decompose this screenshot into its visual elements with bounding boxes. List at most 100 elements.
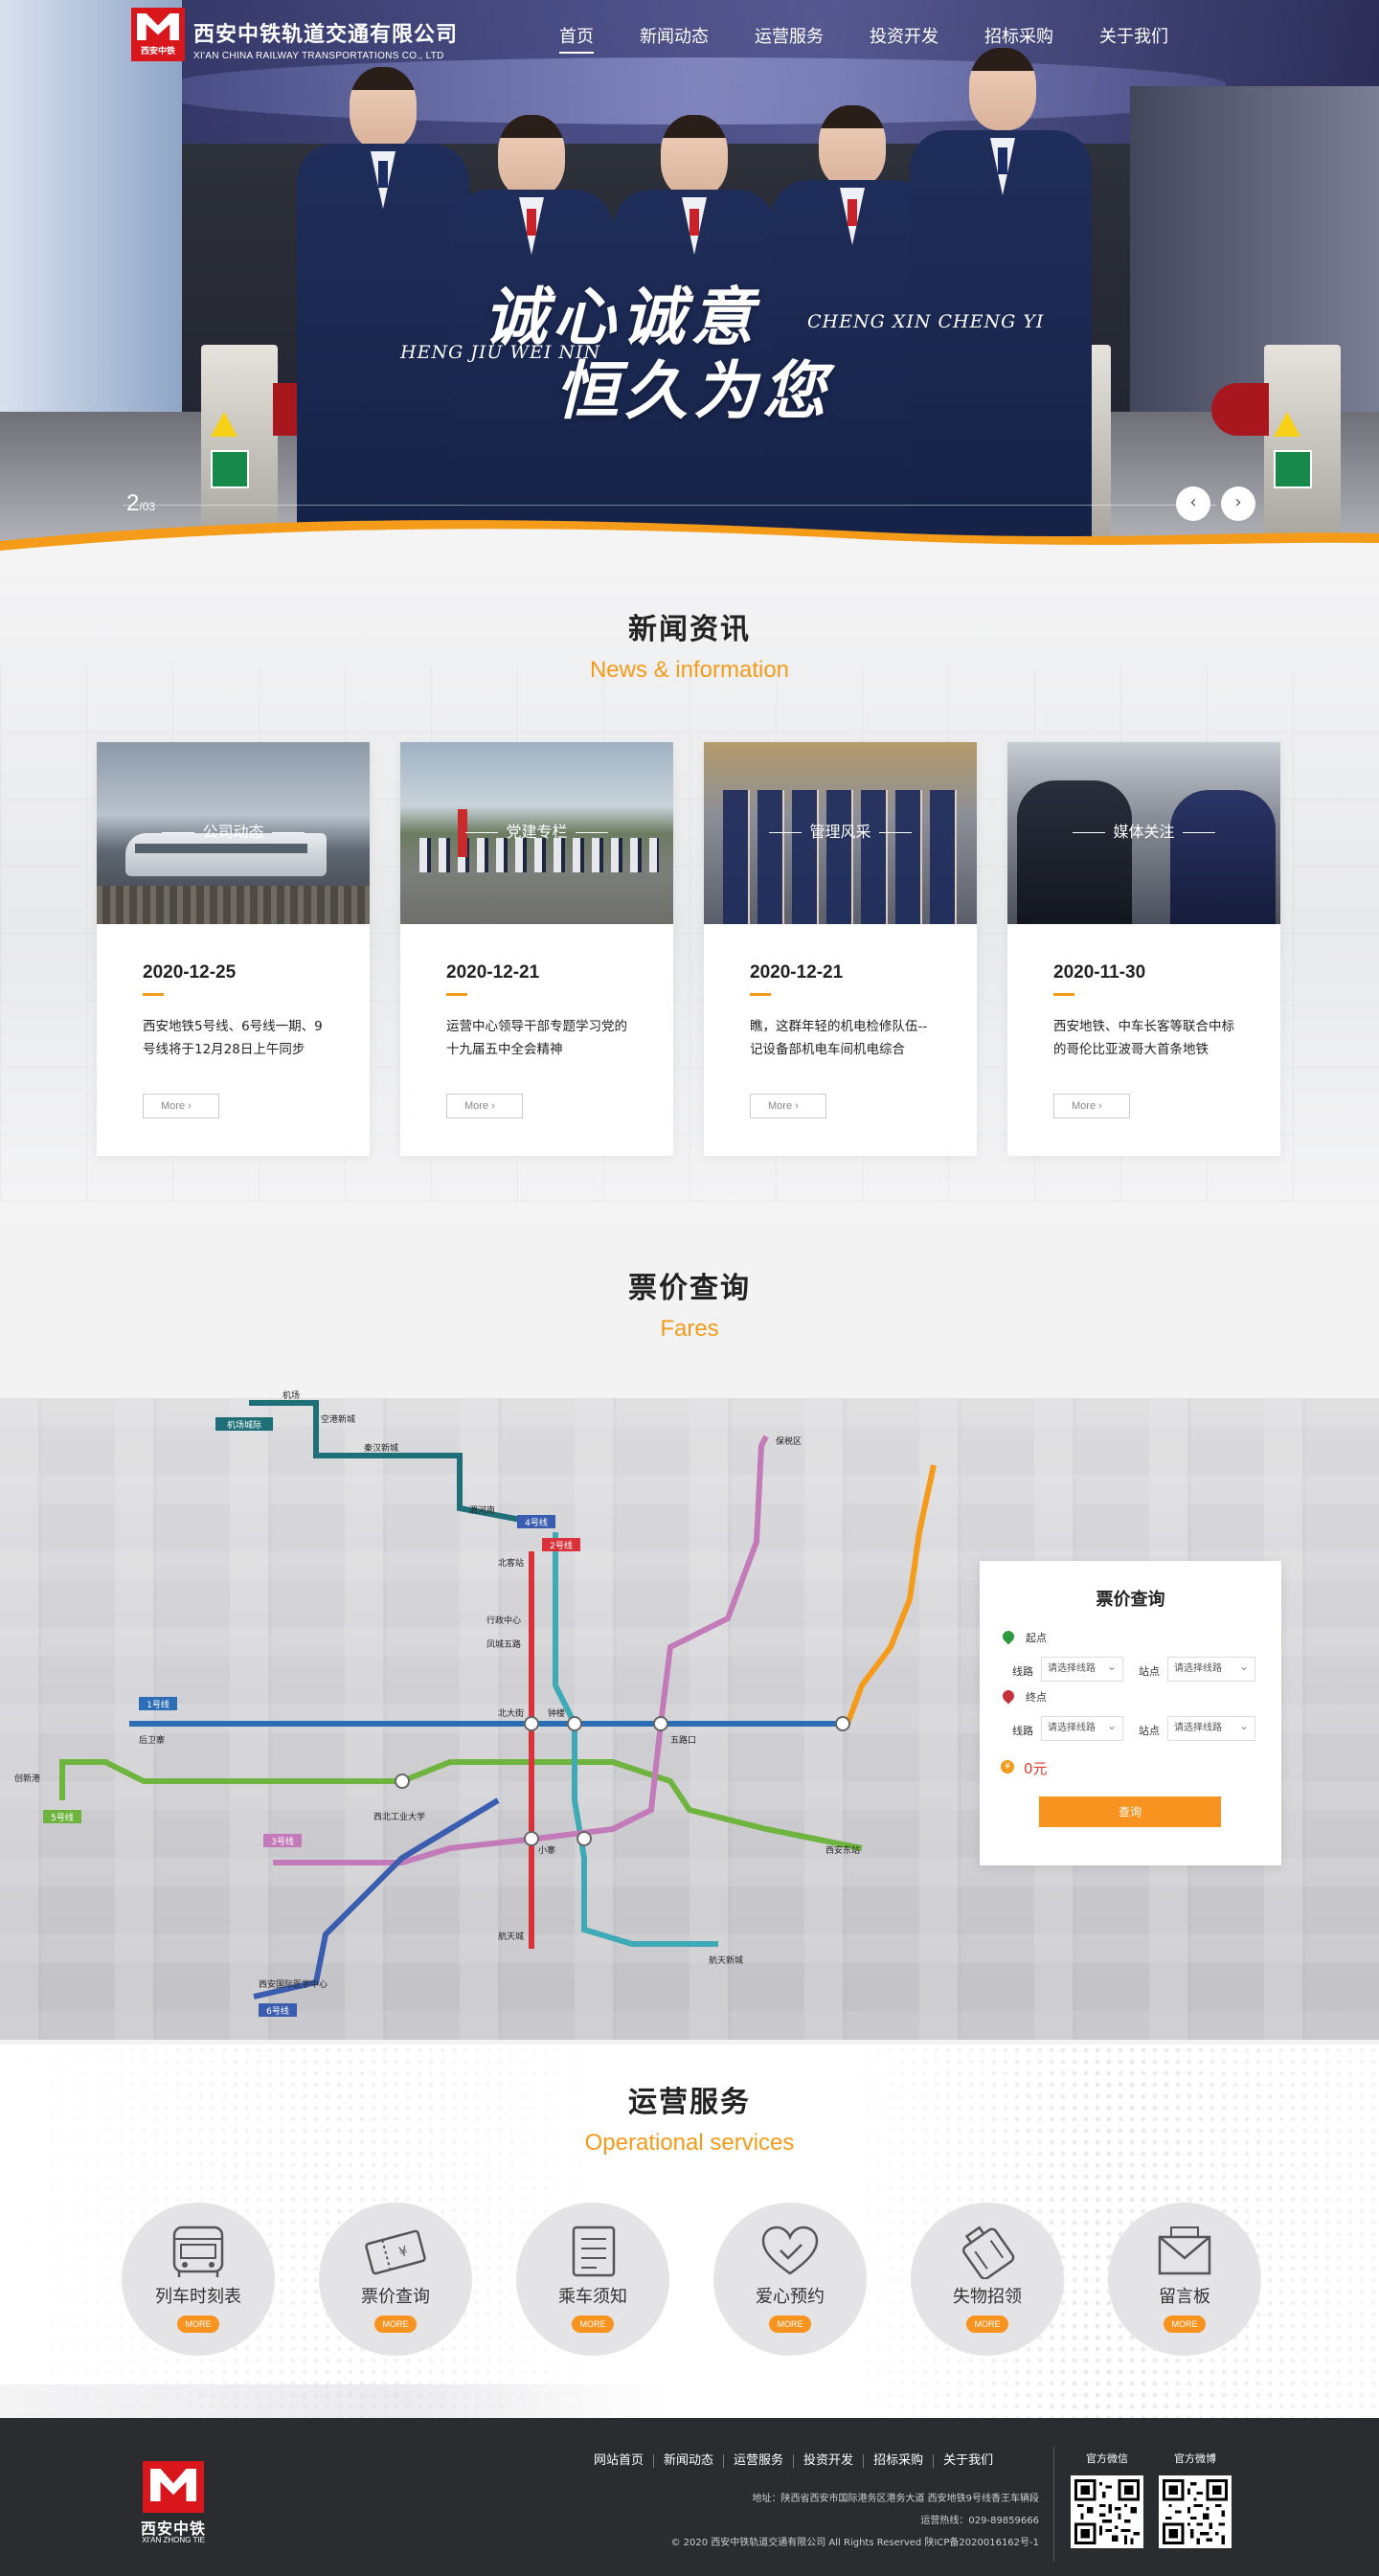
hero-title-line1: 诚心诚意 [484,280,759,354]
start-line-select[interactable]: 请选择线路 [1041,1655,1123,1682]
slider-next-button[interactable]: › [1221,486,1255,521]
transfer-station[interactable] [835,1716,850,1731]
service-care-booking[interactable]: 爱心预约 MORE [713,2203,867,2356]
logo-label: 西安中铁 [140,47,175,56]
fare-panel-title: 票价查询 [1096,1590,1165,1610]
footer-logo[interactable]: 西安中铁 XI'AN ZHONG TIE [139,2461,208,2547]
news-card[interactable]: 公司动态 2020-12-25 西安地铁5号线、6号线一期、9号线将于12月28… [97,742,370,1156]
more-button[interactable]: More › [1053,1094,1130,1119]
service-lost-found[interactable]: 失物招领 MORE [911,2203,1064,2356]
station-label: 秦汉新城 [364,1442,398,1454]
service-more-button[interactable]: MORE [966,2316,1008,2333]
news-date: 2020-12-21 [750,962,844,983]
more-button[interactable]: More › [750,1094,826,1119]
end-station-label: 站点 [1139,1725,1160,1737]
nav-news[interactable]: 新闻动态 [640,27,709,47]
news-thumbnail[interactable]: 媒体关注 [1007,742,1280,924]
service-more-button[interactable]: MORE [1164,2316,1206,2333]
news-summary[interactable]: 运营中心领导干部专题学习党的十九届五中全会精神 [446,1019,627,1057]
news-thumbnail[interactable]: 管理风采 [704,742,977,924]
accent-bar [1053,993,1074,996]
footer-link-tender[interactable]: 招标采购 [864,2454,935,2468]
news-card[interactable]: 媒体关注 2020-11-30 西安地铁、中车长客等联合中标的哥伦比亚波哥大首条… [1007,742,1280,1156]
transfer-station[interactable] [395,1774,410,1789]
transfer-station[interactable] [576,1831,592,1846]
station-label: 创新港 [14,1773,40,1784]
line-6-badge-label: 6号线 [266,2005,289,2017]
luggage-icon [962,2226,1015,2279]
company-name-en: XI'AN CHINA RAILWAY TRANSPORTATIONS CO.,… [193,51,444,61]
slider-prev-button[interactable]: ‹ [1176,486,1210,521]
more-button[interactable]: More › [446,1094,523,1119]
news-card[interactable]: 党建专栏 2020-12-21 运营中心领导干部专题学习党的十九届五中全会精神 … [400,742,673,1156]
metro-line-9 [845,1464,937,1726]
qr-wechat-label: 官方微信 [1086,2452,1128,2465]
nav-investment[interactable]: 投资开发 [870,27,938,47]
fare-query-button[interactable]: 查询 [1039,1796,1221,1827]
line-3-badge-label: 3号线 [271,1836,294,1847]
nav-home[interactable]: 首页 [536,0,617,77]
footer-link-about[interactable]: 关于我们 [943,2453,994,2468]
footer-link-services[interactable]: 运营服务 [724,2454,795,2468]
more-label: More [768,1100,793,1112]
news-category: 媒体关注 [1007,819,1280,842]
service-timetable[interactable]: 列车时刻表 MORE [122,2203,275,2356]
news-thumbnail[interactable]: 党建专栏 [400,742,673,924]
more-label: More [1072,1100,1096,1112]
more-button[interactable]: More › [143,1094,219,1119]
footer-divider [1053,2447,1054,2562]
footer-link-home[interactable]: 网站首页 [584,2454,655,2468]
end-station-select[interactable]: 请选择线路 [1167,1714,1255,1741]
line-2-badge [542,1538,580,1551]
news-category: 管理风采 [704,819,977,842]
company-logo[interactable]: 西安中铁 [131,8,185,61]
news-card[interactable]: 管理风采 2020-12-21 瞧，这群年轻的机电检修队伍--记设备部机电车间机… [704,742,977,1156]
footer-copyright: © 2020 西安中铁轨道交通有限公司 All Rights Reserved … [670,2538,1039,2548]
start-station-select[interactable]: 请选择线路 [1167,1655,1255,1682]
end-line-select[interactable]: 请选择线路 [1041,1714,1123,1741]
line-4-badge-label: 4号线 [525,1517,548,1528]
news-section-title: 新闻资讯 News & information [0,605,1379,684]
bus-icon [172,2226,224,2277]
transfer-station[interactable] [653,1716,668,1731]
weibo-qr-code [1159,2475,1232,2548]
fares-title-cn: 票价查询 [628,1272,751,1305]
footer-link-news[interactable]: 新闻动态 [654,2454,725,2468]
nav-tender[interactable]: 招标采购 [984,27,1053,47]
footer-nav: 网站首页 新闻动态 运营服务 投资开发 招标采购 关于我们 [584,2454,1003,2468]
news-summary[interactable]: 瞧，这群年轻的机电检修队伍--记设备部机电车间机电综合 [750,1019,928,1057]
metro-map[interactable]: 1号线 2号线 3号线 4号线 5号线 6号线 机场城际 机场 空港新城 秦汉新… [0,1360,1379,2049]
service-more-button[interactable]: MORE [374,2316,417,2333]
metro-line-4 [553,1532,718,1947]
service-fare-query[interactable]: ¥ 票价查询 MORE [319,2203,472,2356]
news-summary[interactable]: 西安地铁、中车长客等联合中标的哥伦比亚波哥大首条地铁 [1053,1019,1234,1057]
service-more-button[interactable]: MORE [572,2316,614,2333]
nav-services[interactable]: 运营服务 [755,27,824,47]
news-thumbnail[interactable]: 公司动态 [97,742,370,924]
station-label: 西安东站 [825,1844,860,1856]
service-more-button[interactable]: MORE [177,2316,219,2333]
transfer-station[interactable] [524,1831,539,1846]
station-label: 航天城 [498,1931,524,1942]
hero-wave [0,520,1379,551]
footer-logo-en: XI'AN ZHONG TIE [142,2536,205,2544]
start-station-label: 站点 [1139,1665,1160,1678]
services-title-en: Operational services [584,2130,795,2156]
line-1-badge-label: 1号线 [147,1699,170,1710]
transfer-station[interactable] [567,1716,582,1731]
ticket-gate [201,345,330,536]
service-message-board[interactable]: 留言板 MORE [1108,2203,1261,2356]
company-name-cn: 西安中铁轨道交通有限公司 [193,22,459,47]
ticket-gate [1211,345,1341,536]
news-summary[interactable]: 西安地铁5号线、6号线一期、9号线将于12月28日上午同步 [143,1019,323,1057]
station-label: 行政中心 [486,1615,521,1626]
footer-link-investment[interactable]: 投资开发 [794,2454,865,2468]
metro-line-airport [249,1400,537,1525]
start-pin-icon [1000,1628,1017,1645]
service-more-button[interactable]: MORE [769,2316,811,2333]
station-label: 五路口 [670,1734,696,1746]
line-4-badge [517,1515,555,1528]
transfer-station[interactable] [524,1716,539,1731]
nav-about[interactable]: 关于我们 [1099,27,1168,47]
service-riding-notice[interactable]: 乘车须知 MORE [516,2203,669,2356]
